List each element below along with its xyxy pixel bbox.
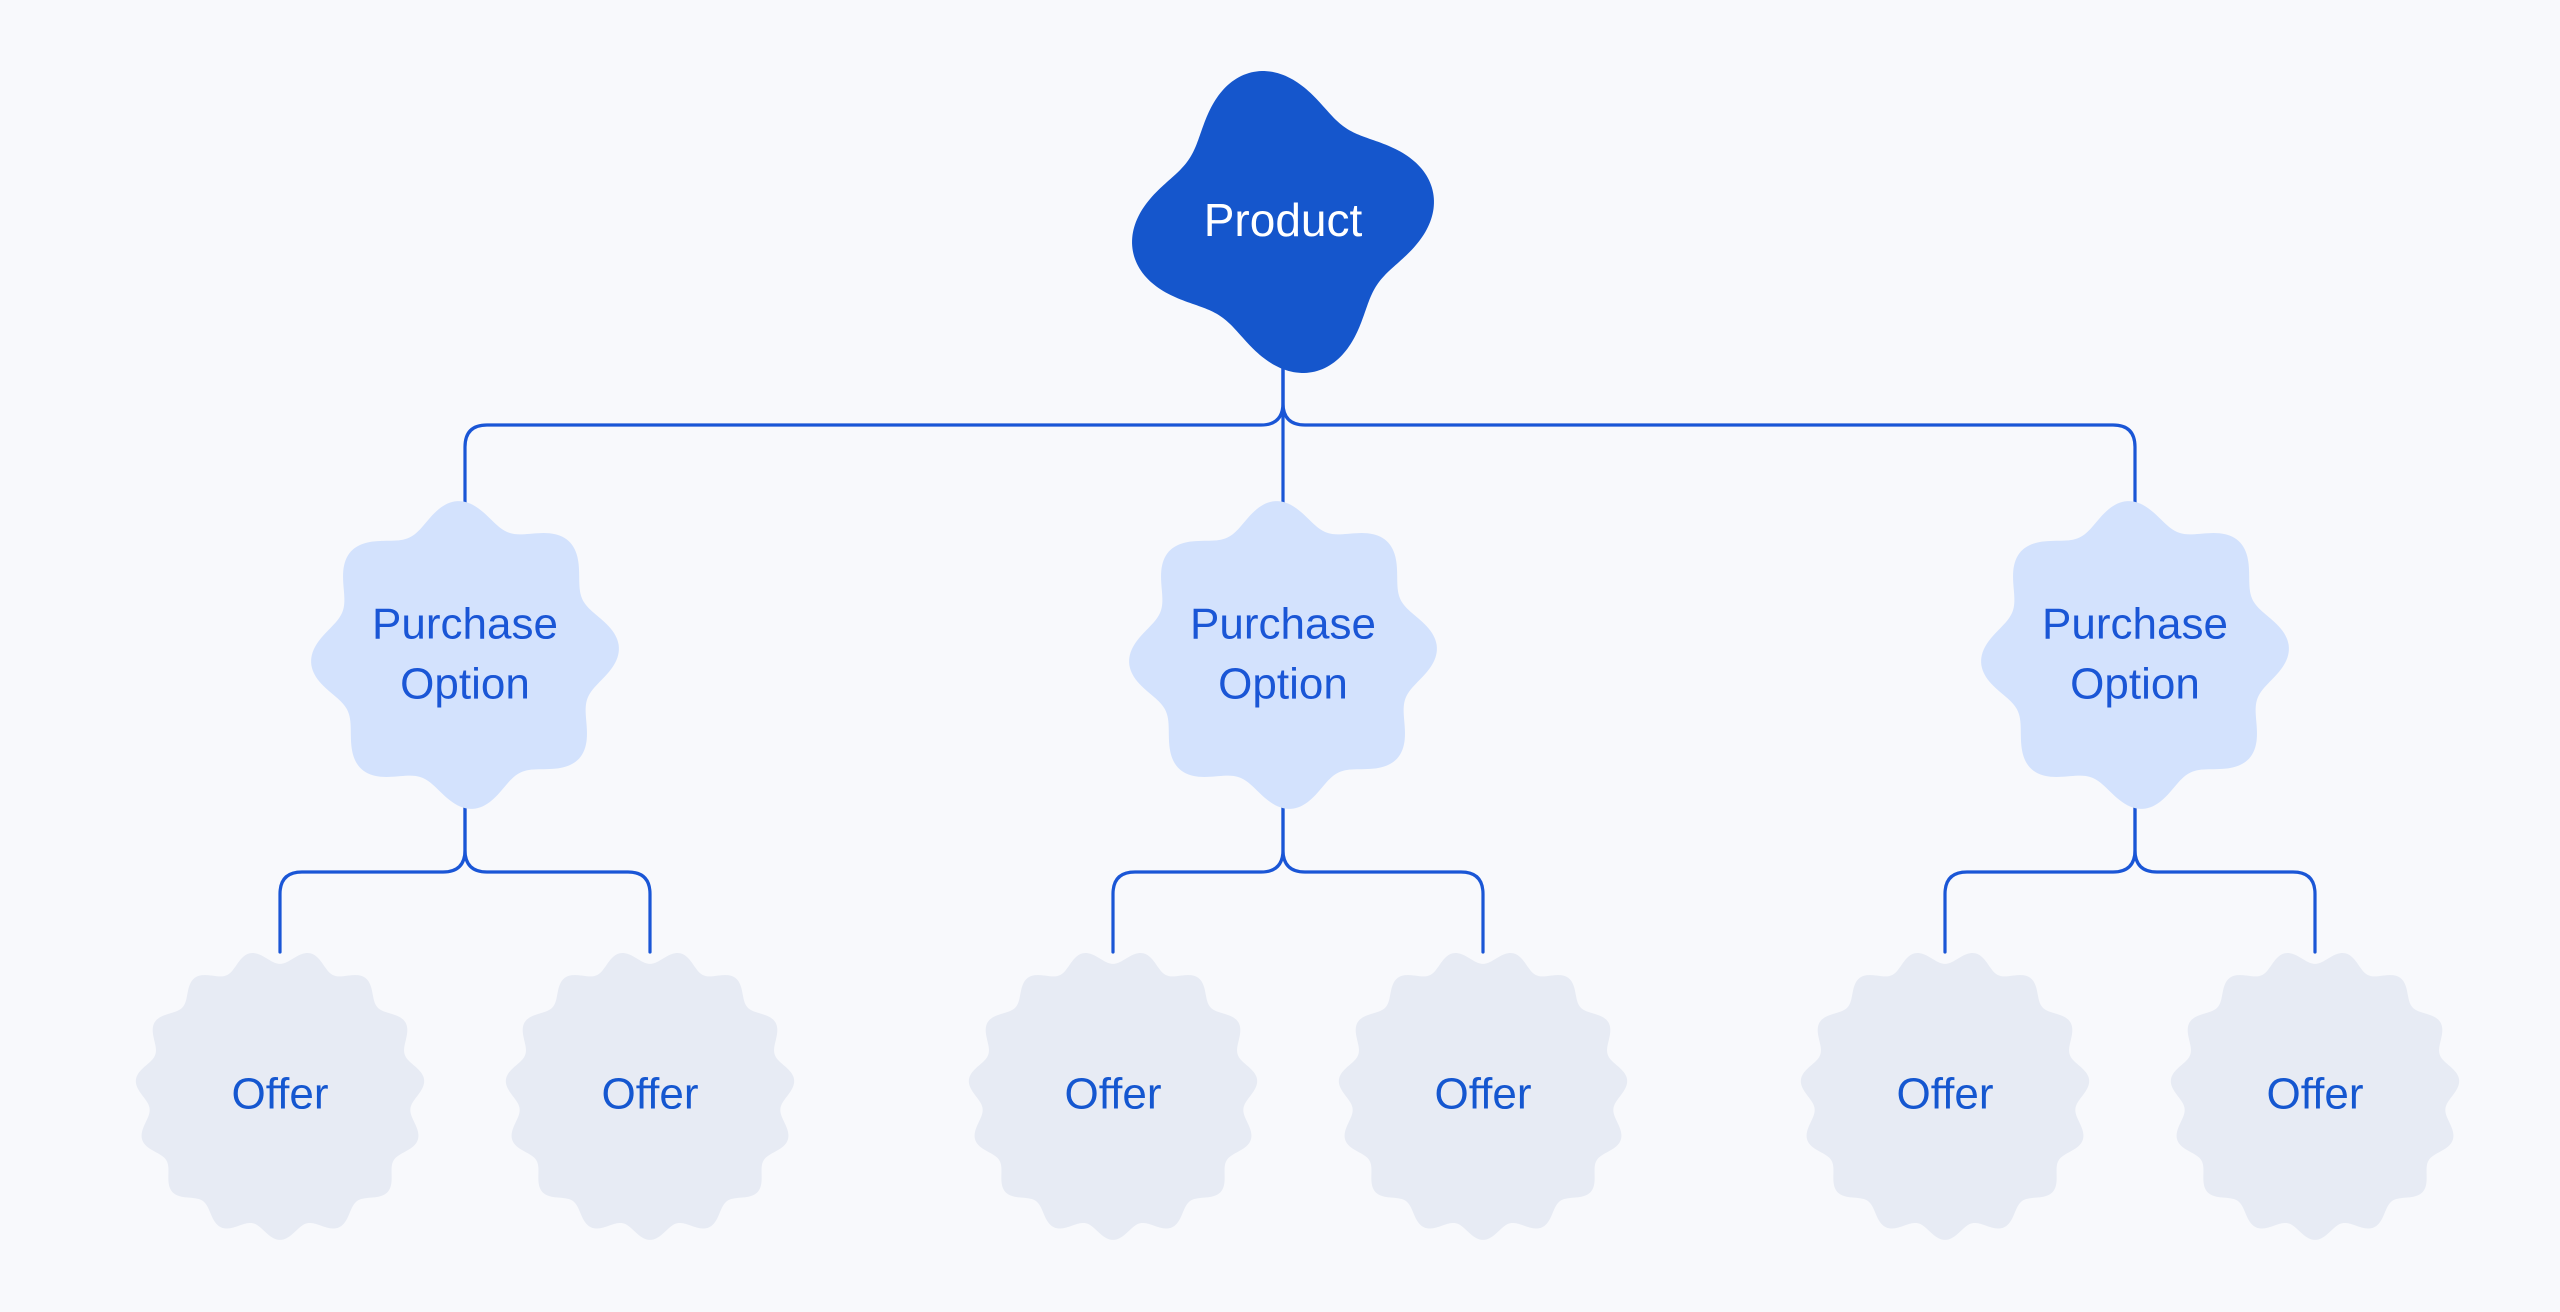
product-node-shape: [1132, 71, 1434, 373]
offer-3-shape: [968, 952, 1258, 1240]
connector-purchase-option-1-to-offer-2: [463, 796, 652, 954]
node-offer-1[interactable]: Offer: [135, 952, 425, 1240]
offer-4-shape: [1338, 952, 1628, 1240]
purchase-option-1-label-line2: Option: [400, 660, 530, 709]
purchase-option-3-shape: [1981, 501, 2289, 809]
offer-2-label: Offer: [601, 1070, 698, 1119]
purchase-option-1-shape: [311, 501, 619, 809]
node-offer-4[interactable]: Offer: [1338, 952, 1628, 1240]
node-offer-5[interactable]: Offer: [1800, 952, 2090, 1240]
purchase-option-2-label-line1: Purchase: [1190, 600, 1376, 649]
offer-3-label: Offer: [1064, 1070, 1161, 1119]
offer-6-shape: [2170, 952, 2460, 1240]
node-offer-2[interactable]: Offer: [505, 952, 795, 1240]
offer-6-label: Offer: [2266, 1070, 2363, 1119]
node-layer: ProductPurchaseOptionPurchaseOptionPurch…: [135, 71, 2460, 1240]
connector-layer: [278, 356, 2317, 954]
node-product[interactable]: Product: [1132, 71, 1434, 373]
purchase-option-2-shape: [1129, 501, 1437, 809]
node-offer-3[interactable]: Offer: [968, 952, 1258, 1240]
product-node-label: Product: [1204, 194, 1363, 246]
connector-purchase-option-2-to-offer-4: [1281, 796, 1485, 954]
offer-1-shape: [135, 952, 425, 1240]
offer-5-shape: [1800, 952, 2090, 1240]
offer-5-label: Offer: [1896, 1070, 1993, 1119]
connector-purchase-option-3-to-offer-6: [2133, 796, 2317, 954]
purchase-option-1-label-line1: Purchase: [372, 600, 558, 649]
connector-purchase-option-2-to-offer-3: [1111, 796, 1285, 954]
connector-product-to-purchase-option-3: [1281, 356, 2137, 514]
connector-purchase-option-3-to-offer-5: [1943, 796, 2137, 954]
purchase-option-3-label-line2: Option: [2070, 660, 2200, 709]
offer-4-label: Offer: [1434, 1070, 1531, 1119]
offer-1-label: Offer: [231, 1070, 328, 1119]
node-offer-6[interactable]: Offer: [2170, 952, 2460, 1240]
purchase-option-2-label-line2: Option: [1218, 660, 1348, 709]
purchase-option-3-label-line1: Purchase: [2042, 600, 2228, 649]
connector-purchase-option-1-to-offer-1: [278, 796, 467, 954]
offer-2-shape: [505, 952, 795, 1240]
